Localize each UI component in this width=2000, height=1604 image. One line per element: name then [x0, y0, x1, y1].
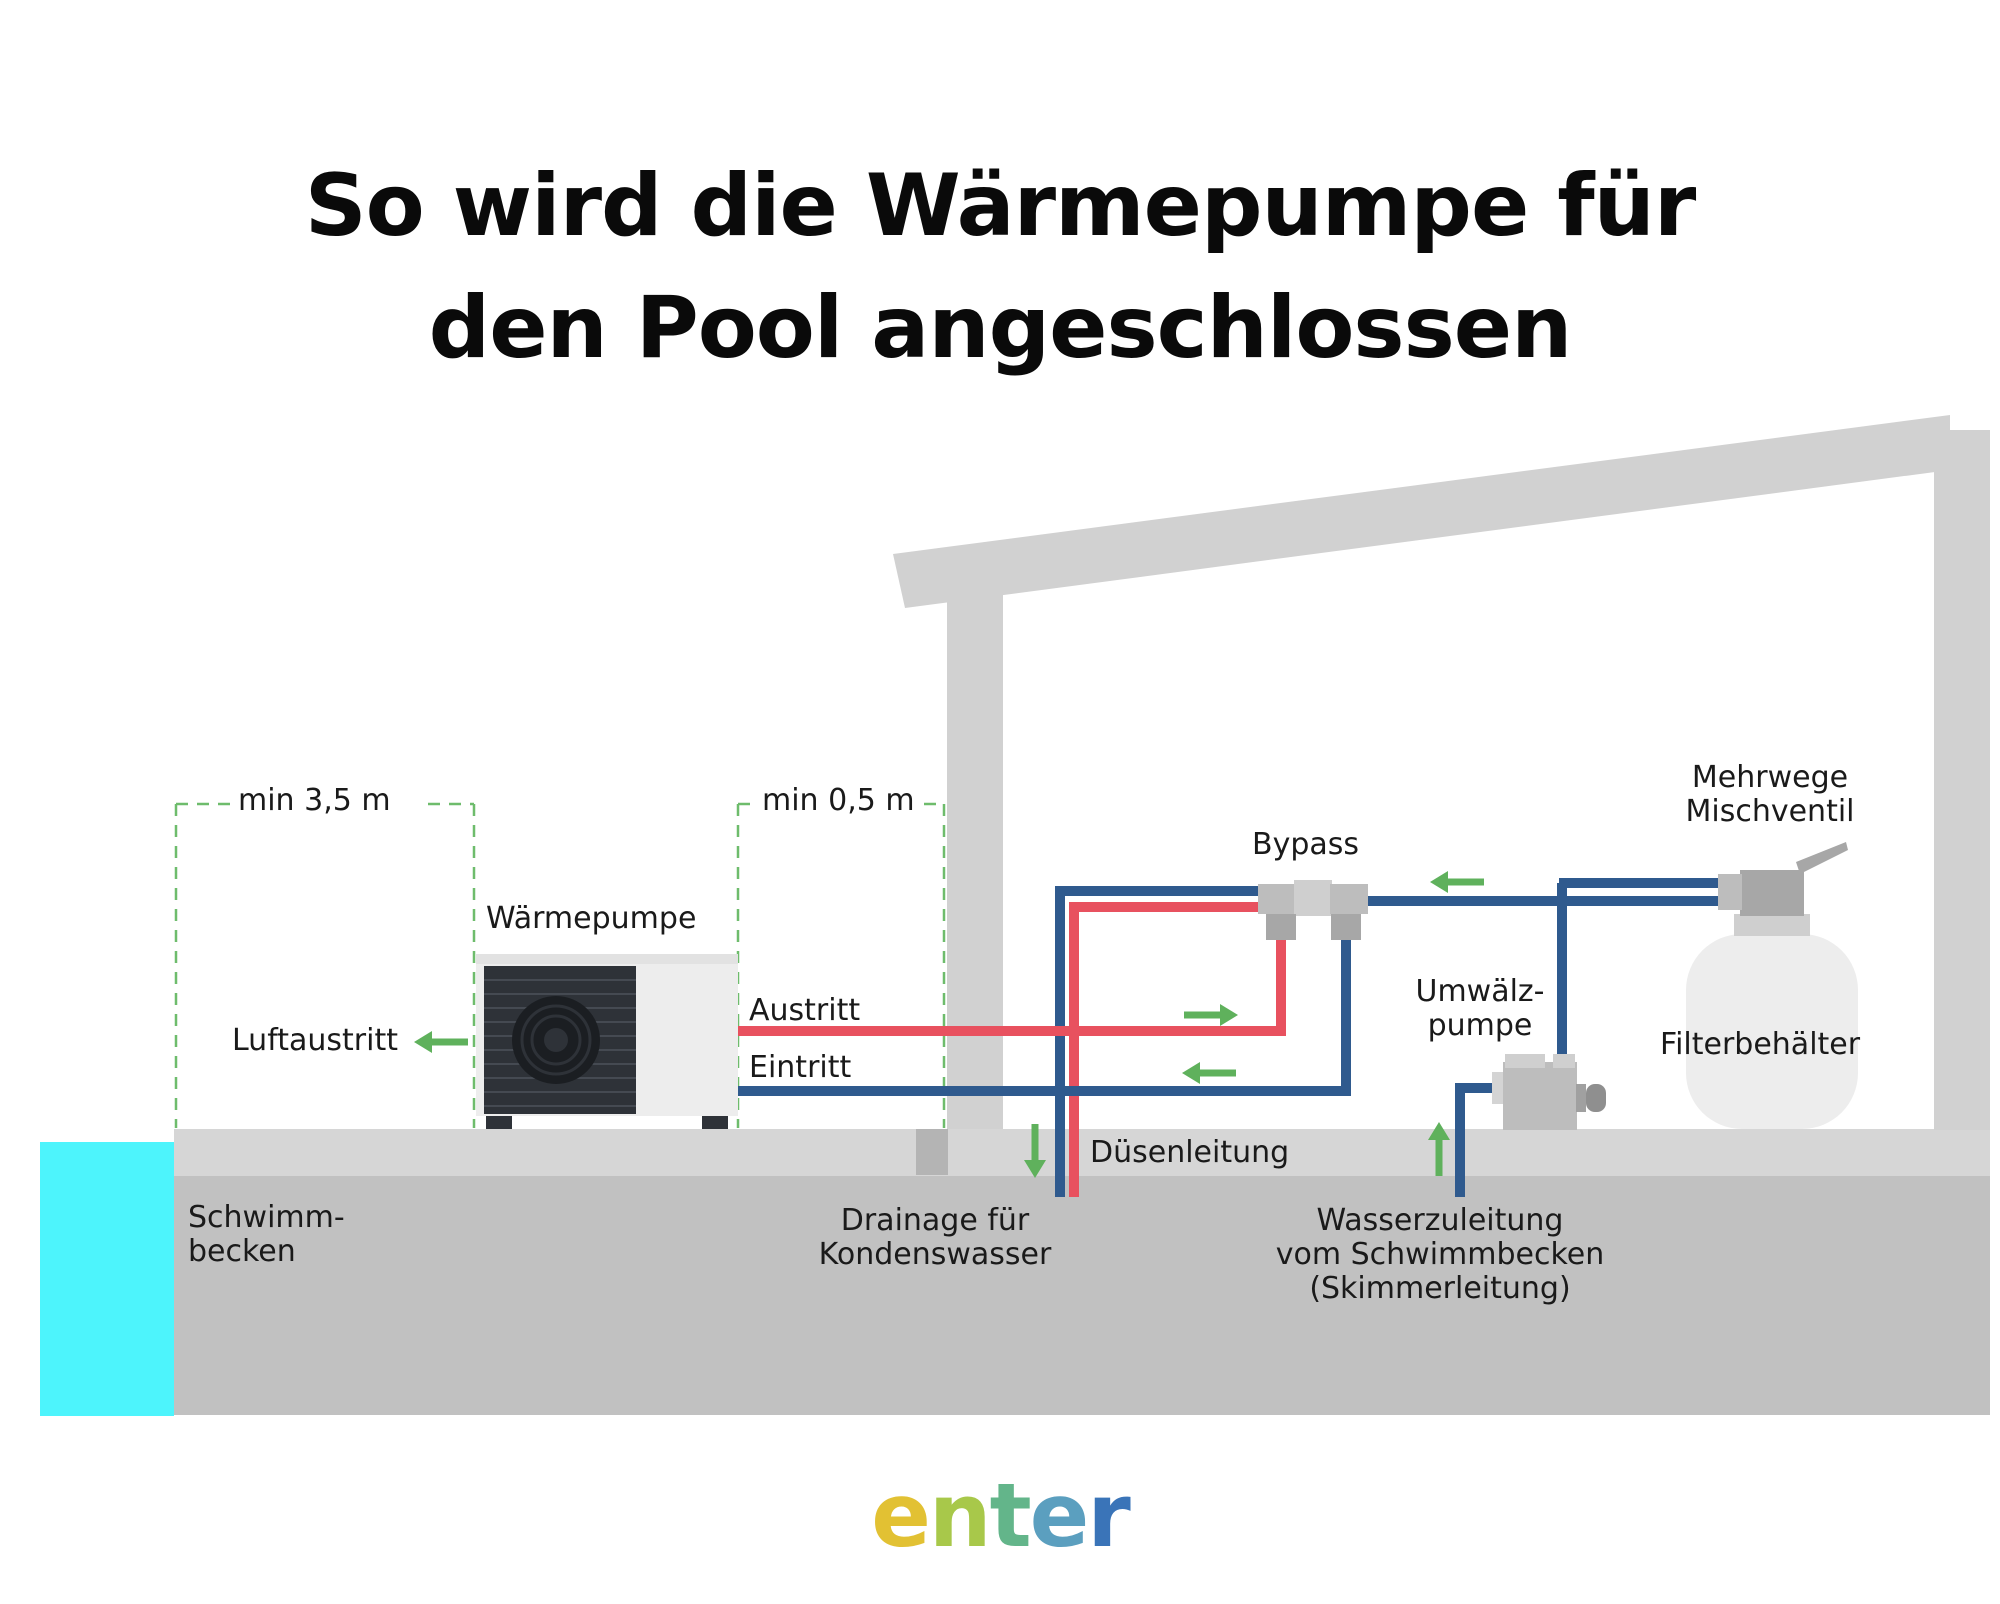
label-umwaelzpumpe: Umwälz- pumpe: [1380, 975, 1580, 1043]
label-drainage-line2: Kondenswasser: [818, 1237, 1052, 1272]
enter-logo: enter: [0, 1472, 2000, 1560]
ground-slab: [174, 1129, 1990, 1176]
pipes: [738, 878, 1720, 1197]
circulation-pump: [1492, 1054, 1606, 1130]
label-umwaelz-line2: pumpe: [1427, 1008, 1533, 1043]
distance-guides: [174, 802, 946, 1128]
arrow-down-icon: [1024, 1124, 1046, 1178]
arrow-left-icon: [414, 1031, 468, 1053]
label-wasserzuleitung: Wasserzuleitung vom Schwimmbecken (Skimm…: [1230, 1204, 1650, 1306]
label-drainage-line1: Drainage für: [840, 1203, 1030, 1238]
label-wasser-line2: vom Schwimmbecken: [1275, 1237, 1605, 1272]
label-austritt: Austritt: [749, 993, 861, 1028]
label-mehrwege-line2: Mischventil: [1685, 794, 1855, 829]
heat-pump-unit: [476, 954, 738, 1129]
label-duesenleitung: Düsenleitung: [1090, 1135, 1290, 1170]
label-wasser-line1: Wasserzuleitung: [1316, 1203, 1564, 1238]
logo-letter-r: r: [1087, 1464, 1130, 1567]
arrow-up-icon: [1428, 1122, 1450, 1176]
label-wasser-line3: (Skimmerleitung): [1309, 1271, 1571, 1306]
label-bypass: Bypass: [1252, 827, 1360, 862]
shelter-post-left: [947, 586, 1003, 1129]
label-mehrwege-line1: Mehrwege: [1691, 760, 1849, 795]
arrow-right-icon: [1184, 1004, 1238, 1026]
bypass-valve: [1258, 880, 1368, 940]
label-umwaelz-line1: Umwälz-: [1415, 974, 1545, 1009]
label-schwimm-line2: becken: [188, 1234, 296, 1269]
title-line-2: den Pool angeschlossen: [428, 278, 1573, 378]
logo-letter-e1: e: [871, 1464, 931, 1567]
logo-letter-t: t: [989, 1464, 1032, 1567]
label-mehrwege-mischventil: Mehrwege Mischventil: [1660, 761, 1880, 829]
label-luftaustritt: Luftaustritt: [232, 1023, 398, 1058]
arrow-left-icon: [1182, 1062, 1236, 1084]
label-drainage: Drainage für Kondenswasser: [780, 1204, 1090, 1272]
shelter-post-right: [1934, 430, 1990, 1130]
filter-tank: [1686, 842, 1858, 1129]
pool-basin: [40, 1142, 174, 1416]
shelter-roof: [893, 415, 1950, 608]
flow-arrows: [414, 871, 1484, 1178]
logo-letter-e2: e: [1029, 1464, 1090, 1567]
label-min-3-5: min 3,5 m: [238, 783, 391, 818]
label-schwimmbecken: Schwimm- becken: [188, 1201, 345, 1269]
label-eintritt: Eintritt: [749, 1050, 852, 1085]
drainage-block: [916, 1129, 948, 1175]
ground-body: [174, 1175, 1990, 1415]
label-schwimm-line1: Schwimm-: [188, 1200, 345, 1235]
logo-letter-n: n: [928, 1464, 992, 1567]
label-waermepumpe: Wärmepumpe: [486, 901, 697, 936]
arrow-left-icon: [1430, 871, 1484, 893]
label-min-0-5: min 0,5 m: [762, 783, 915, 818]
title-line-1: So wird die Wärmepumpe für: [304, 156, 1697, 256]
label-filterbehaelter: Filterbehälter: [1660, 1027, 1861, 1062]
